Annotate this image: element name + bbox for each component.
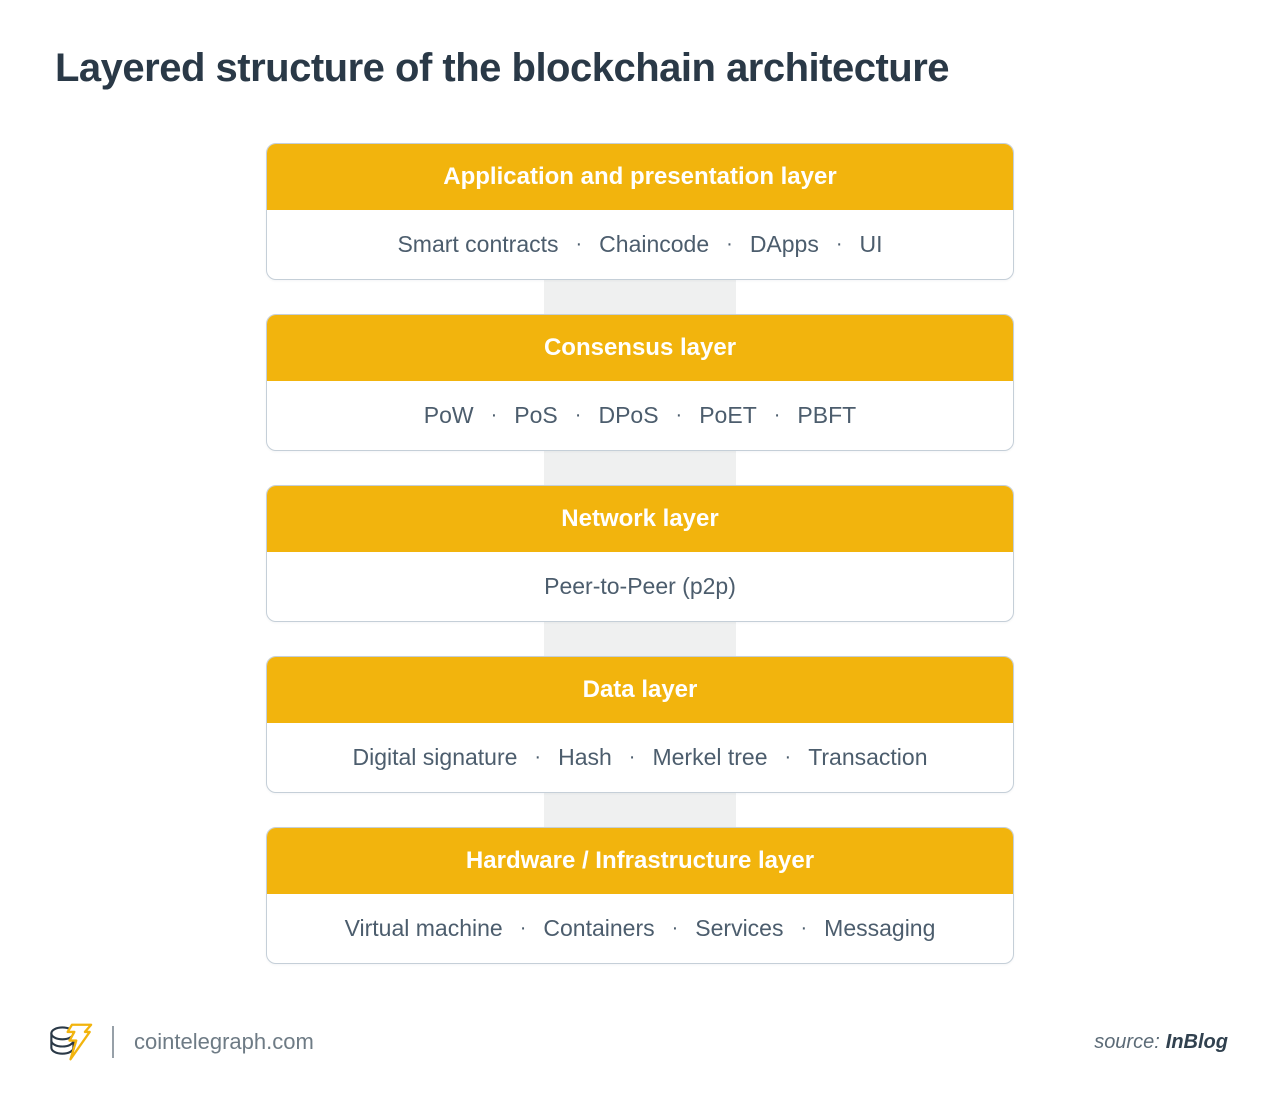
layer-box: Hardware / Infrastructure layer Virtual …: [266, 827, 1014, 964]
brand-divider: [112, 1026, 114, 1058]
layer-name: Consensus layer: [543, 334, 737, 361]
item-separator: ·: [784, 746, 792, 768]
item-separator: ·: [675, 404, 683, 426]
page-title: Layered structure of the blockchain arch…: [55, 46, 950, 90]
layer-items: PoW · PoS · DPoS · PoET · PBFT: [267, 381, 1013, 450]
layer-name: Network layer: [561, 505, 719, 532]
item-separator: ·: [575, 233, 583, 255]
layer-item: Transaction: [808, 744, 928, 770]
layer-box: Data layer Digital signature · Hash · Merkel…: [266, 656, 1014, 793]
layer-items: Digital signature · Hash · Merkel tree · Trans…: [267, 723, 1013, 792]
layer-item: Hash: [558, 744, 612, 770]
layer-box: Application and presentation layer Smart…: [266, 143, 1014, 280]
item-separator: ·: [773, 404, 781, 426]
layer-name: Data layer: [582, 676, 698, 703]
item-separator: ·: [628, 746, 636, 768]
brand: cointelegraph.com: [48, 1019, 314, 1065]
layer-name: Hardware / Infrastructure layer: [465, 847, 815, 874]
layer-item: UI: [859, 231, 883, 257]
layer-item: PoET: [699, 402, 757, 428]
layer-item: Chaincode: [599, 231, 710, 257]
item-separator: ·: [726, 233, 733, 255]
cointelegraph-logo-icon: [50, 1023, 93, 1061]
item-separator: ·: [671, 917, 679, 939]
layer-item: PoS: [514, 402, 558, 428]
layer-item: Digital signature: [352, 744, 518, 770]
layer-item: Merkel tree: [652, 744, 768, 770]
layer-item: DApps: [749, 231, 819, 257]
layer-item: PoW: [423, 402, 474, 428]
layer-name: Application and presentation layer: [443, 163, 837, 190]
source-credit: source:InBlog: [1094, 1031, 1228, 1054]
item-separator: ·: [534, 746, 542, 768]
layer-item: Peer-to-Peer (p2p): [544, 573, 736, 599]
site-link: cointelegraph.com: [134, 1029, 314, 1054]
layer-header: Hardware / Infrastructure layer: [267, 828, 1013, 894]
layer-header: Network layer: [267, 486, 1013, 552]
layer-item: PBFT: [797, 402, 857, 428]
layer-box: Consensus layer PoW · PoS · DPoS · PoET · PBFT: [266, 314, 1014, 451]
layer-header: Application and presentation layer: [267, 144, 1013, 210]
item-separator: ·: [835, 233, 843, 255]
layer-items: Smart contracts · Chaincode · DApps · UI: [267, 210, 1013, 279]
source-name: InBlog: [1165, 1030, 1228, 1053]
layer-item: Virtual machine: [344, 915, 503, 941]
layer-header: Data layer: [267, 657, 1013, 723]
source-label: source:: [1094, 1030, 1160, 1053]
layer-box: Network layer Peer-to-Peer (p2p): [266, 485, 1014, 622]
layer-stack: Application and presentation layer Smart…: [266, 143, 1014, 964]
item-separator: ·: [519, 917, 527, 939]
layer-item: Containers: [543, 915, 655, 941]
item-separator: ·: [490, 404, 498, 426]
layer-header: Consensus layer: [267, 315, 1013, 381]
item-separator: ·: [800, 917, 808, 939]
layer-item: Messaging: [824, 915, 936, 941]
layer-items: Virtual machine · Containers · Services · Mess…: [267, 894, 1013, 963]
layer-items: Peer-to-Peer (p2p): [267, 552, 1013, 621]
layer-item: DPoS: [598, 402, 659, 428]
item-separator: ·: [574, 404, 582, 426]
layer-item: Services: [695, 915, 784, 941]
footer: cointelegraph.com source:InBlog: [48, 1014, 1228, 1070]
layer-item: Smart contracts: [397, 231, 559, 257]
